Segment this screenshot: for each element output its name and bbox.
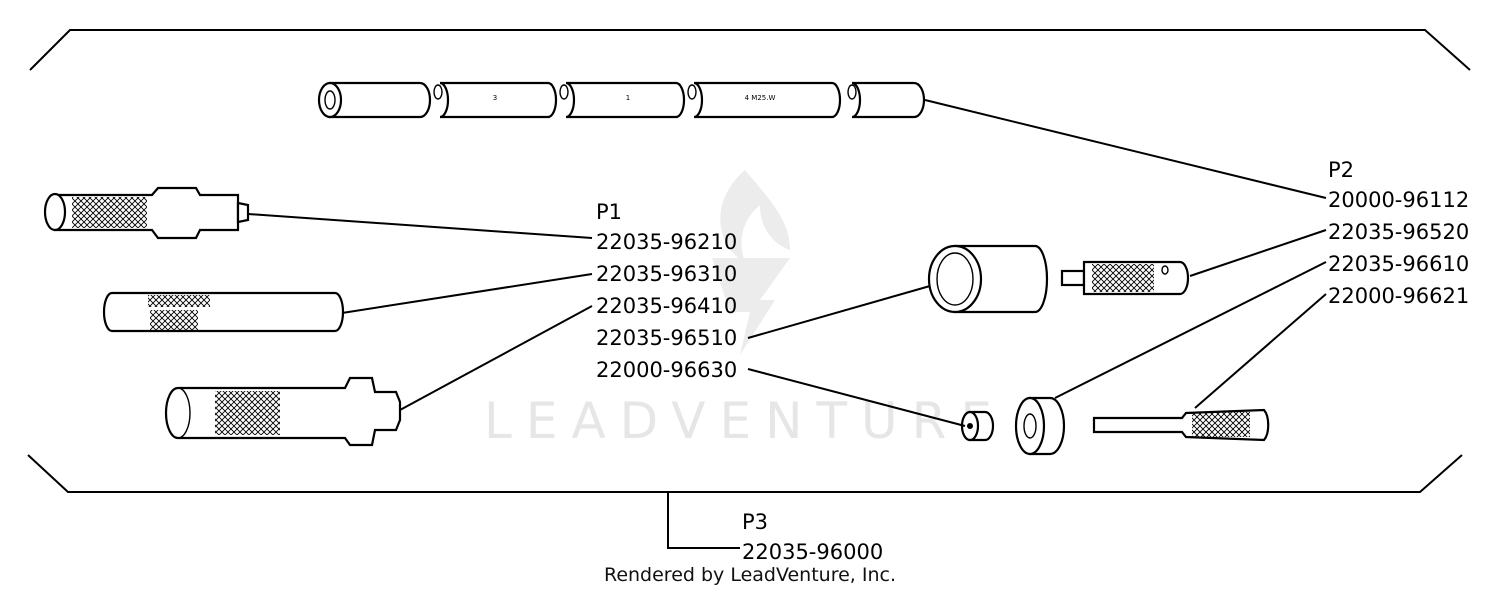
tube-marking-4: 4 M25.W [745, 94, 776, 102]
part-number-22000-96621: 22000-96621 [1328, 284, 1469, 308]
part-number-22035-96520: 22035-96520 [1328, 220, 1469, 244]
part-number-22035-96310: 22035-96310 [596, 262, 737, 286]
part-number-22035-96610: 22035-96610 [1328, 252, 1469, 276]
part-number-22000-96630: 22000-96630 [596, 358, 737, 382]
credit-text: Rendered by LeadVenture, Inc. [603, 564, 897, 586]
tube-section-1 [317, 81, 432, 119]
tube-section-5 [847, 81, 926, 119]
tube-section-4: 4 M25.W [687, 81, 842, 119]
frame [27, 29, 1471, 549]
tool-96310 [102, 291, 345, 333]
tube-marking-1: 1 [626, 94, 630, 102]
label-p1: P1 [596, 200, 622, 224]
part-number-22035-96000: 22035-96000 [742, 540, 883, 564]
tube-section-3: 1 [559, 81, 686, 119]
part-number-20000-96112: 20000-96112 [1328, 188, 1469, 212]
watermark-text: LEADVENTURE [484, 392, 1006, 450]
tube-section-2: 3 [433, 81, 558, 119]
tool-96410 [164, 376, 402, 447]
tool-96510-96520 [927, 244, 1190, 314]
label-p2: P2 [1328, 158, 1354, 182]
tool-96210 [43, 186, 250, 240]
leader-lines [247, 99, 1327, 427]
label-group-p1: P1 22035-96210 22035-96310 22035-96410 2… [596, 200, 737, 382]
label-p3: P3 [742, 510, 768, 534]
watermark: LEADVENTURE [484, 170, 1006, 450]
label-group-p2: P2 20000-96112 22035-96520 22035-96610 2… [1328, 158, 1469, 308]
tube-set: 3 1 4 M25.W [317, 81, 926, 119]
tool-96630-96610-96621 [960, 396, 1270, 456]
label-group-p3: P3 22035-96000 [742, 510, 883, 564]
part-number-22035-96510: 22035-96510 [596, 326, 737, 350]
part-number-22035-96210: 22035-96210 [596, 230, 737, 254]
part-number-22035-96410: 22035-96410 [596, 294, 737, 318]
tube-marking-3: 3 [493, 94, 497, 102]
